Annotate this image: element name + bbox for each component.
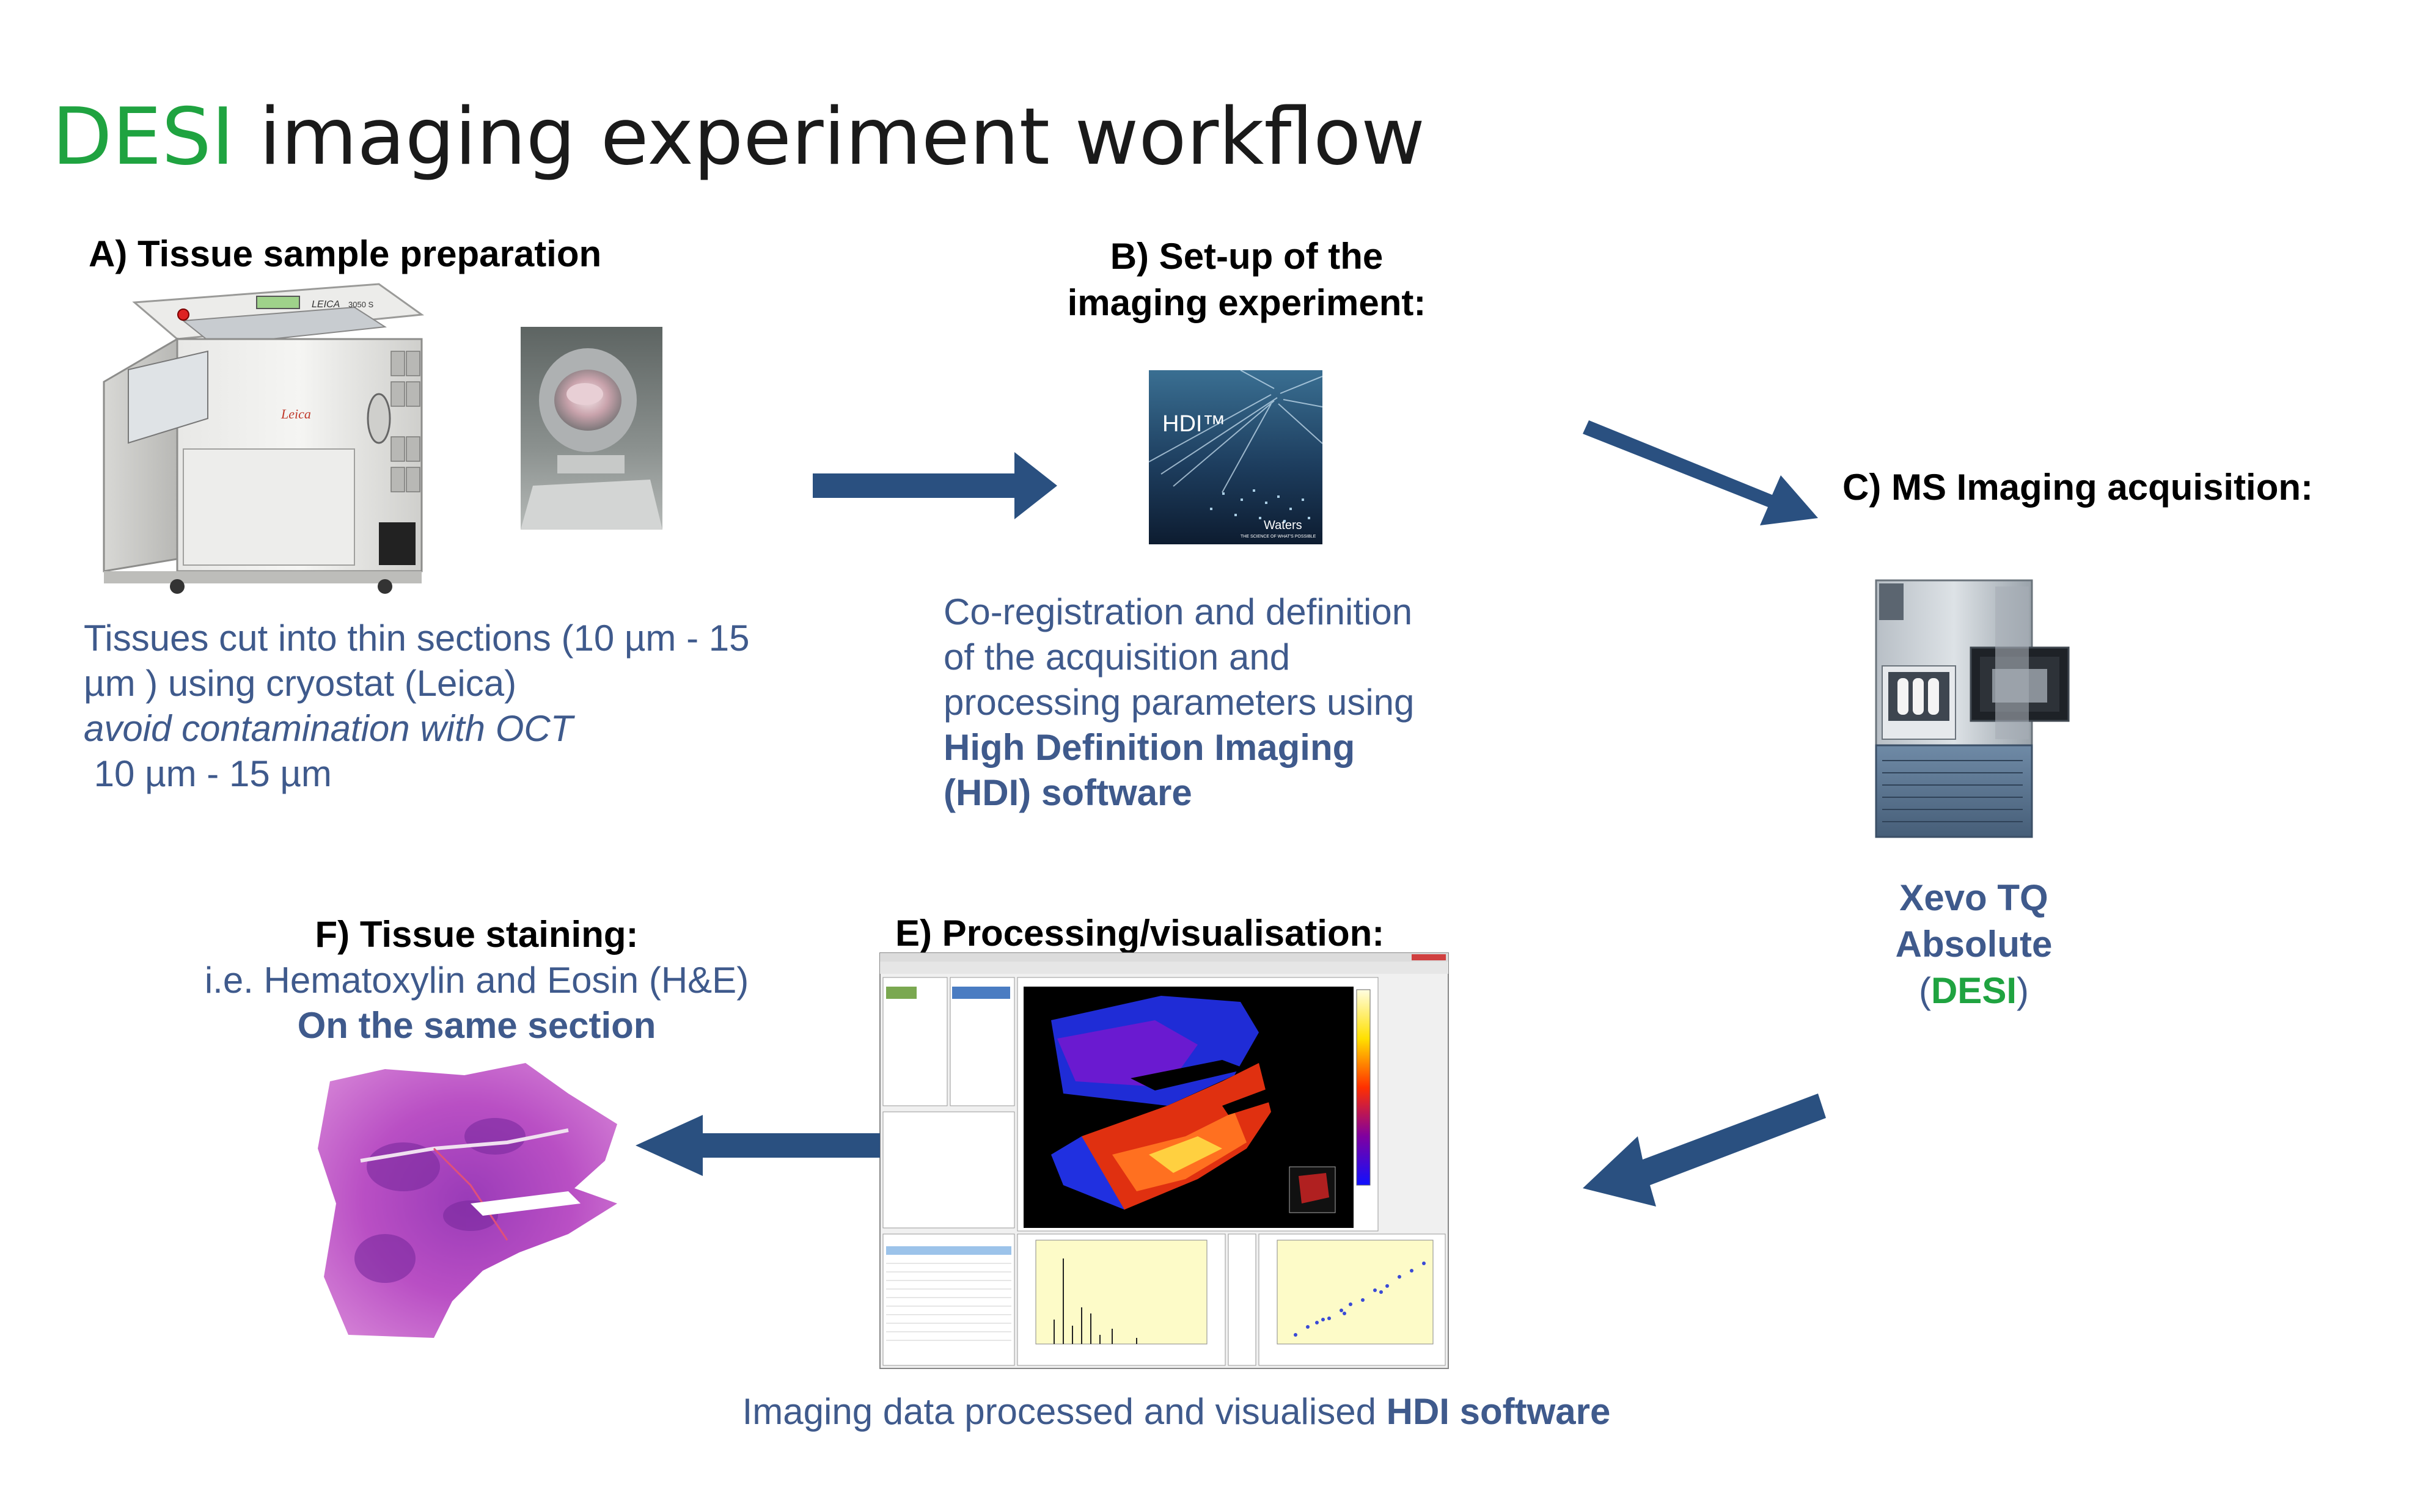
step-c-open: ( [1918,970,1931,1011]
cryostat-logo: Leica [280,406,311,422]
step-b-description: Co-registration and definition of the ac… [944,590,1494,816]
step-a-line2: µm ) using cryostat (Leica) [84,663,517,704]
page-title: DESI imaging experiment workflow [52,92,1425,183]
step-c-instrument-label: Xevo TQ Absolute (DESI) [1833,875,2114,1014]
step-e-caption-bold: HDI software [1386,1391,1611,1432]
step-f-line1: i.e. Hematoxylin and Eosin (H&E) [204,960,749,1001]
step-a-line3: avoid contamination with OCT [84,708,573,749]
step-a-heading: A) Tissue sample preparation [89,233,602,274]
arrow-e-to-f [636,1115,880,1176]
step-c-name1: Xevo TQ [1899,877,2048,918]
step-c-desi: DESI [1930,970,2017,1011]
step-b-line2: of the acquisition and [944,637,1291,677]
step-b-heading-line1: B) Set-up of the [1110,236,1384,277]
step-a-line1: Tissues cut into thin sections (10 µm - … [84,618,750,659]
title-rest: imaging experiment workflow [234,92,1425,183]
hdi-box-tagline: THE SCIENCE OF WHAT'S POSSIBLE [1241,535,1316,539]
step-c-close: ) [2017,970,2029,1011]
step-b-line1: Co-registration and definition [944,591,1413,632]
hdi-box-logo: HDI™ [1162,411,1225,437]
step-f-text: F) Tissue staining: i.e. Hematoxylin and… [141,911,813,1048]
cryostat-brand: LEICA [312,299,340,310]
arrow-c-to-e [1583,1094,1826,1207]
cryostat-model: 3050 S [348,300,374,309]
he-stained-tissue-image [318,1063,617,1338]
arrow-b-to-c [1583,420,1818,525]
step-c-heading: C) MS Imaging acquisition: [1842,467,2314,508]
hdi-box-brand: Waters [1264,519,1302,532]
xevo-instrument-image [1875,579,2070,838]
title-accent: DESI [52,92,235,183]
step-b-heading: B) Set-up of the imaging experiment: [1027,233,1467,326]
step-b-line3: processing parameters using [944,682,1415,723]
step-e-caption-text: Imaging data processed and visualised [742,1391,1387,1432]
arrow-a-to-b [813,452,1057,519]
step-c-desi-line: (DESI) [1833,968,2114,1014]
step-c-name2: Absolute [1895,924,2053,965]
hdi-software-box: HDI™ Waters THE SCIENCE OF WHAT'S POSSIB… [1148,370,1323,544]
sample-chuck-photo [521,327,662,530]
step-e-caption: Imaging data processed and visualised HD… [672,1389,1681,1435]
hdi-software-screenshot [879,952,1449,1369]
cryostat-image: LEICA 3050 S Leica [103,283,425,594]
step-b-bold1: High Definition Imaging [944,727,1355,768]
step-b-heading-line2: imaging experiment: [1067,282,1426,323]
step-f-heading: F) Tissue staining: [315,914,639,955]
step-f-line2: On the same section [297,1005,656,1046]
step-b-bold2: (HDI) software [944,772,1192,813]
step-a-description: Tissues cut into thin sections (10 µm - … [84,616,848,797]
step-a-line4: 10 µm - 15 µm [84,753,332,794]
step-e-heading: E) Processing/visualisation: [895,913,1385,954]
